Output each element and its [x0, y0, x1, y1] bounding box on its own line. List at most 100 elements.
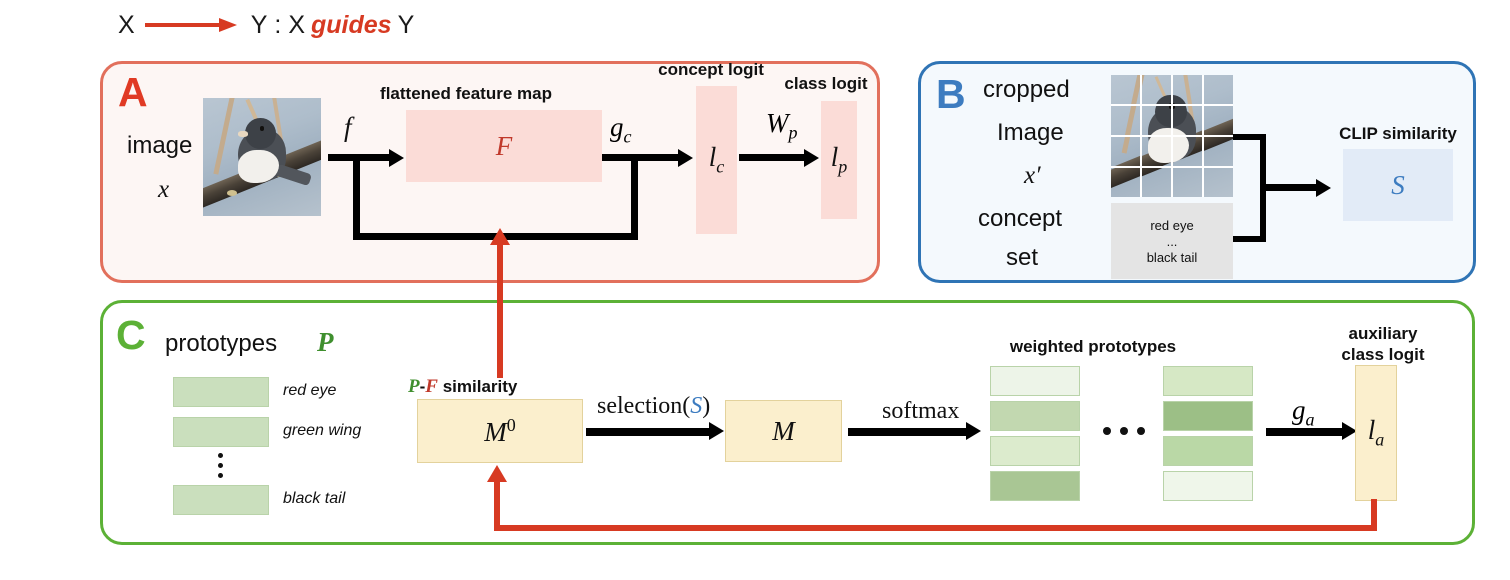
legend-guides-word: guides	[311, 10, 392, 39]
weighted-prototype-bar	[990, 436, 1080, 466]
concept-set-label-line2: set	[1006, 244, 1039, 271]
arrow-wp-head	[804, 148, 819, 167]
arrow-f-head	[389, 148, 404, 167]
pf-similarity-title: P-F similarity	[408, 376, 518, 397]
weighted-prototype-bar	[1163, 401, 1253, 431]
f-label: f	[344, 112, 352, 142]
concept-set-label-line1: concept	[978, 205, 1063, 232]
panel-a-label: A	[118, 69, 148, 115]
crop-cell	[1204, 106, 1233, 135]
weighted-prototype-bar	[990, 471, 1080, 501]
legend-y-right: Y	[397, 10, 415, 39]
cropped-image-label-line1: cropped	[983, 76, 1070, 103]
prototype-label: black tail	[283, 490, 346, 507]
weighted-prototype-bar	[1163, 436, 1253, 466]
weighted-prototypes-title: weighted prototypes	[1009, 337, 1177, 356]
crop-cell	[1173, 168, 1202, 197]
cropped-image-grid	[1111, 75, 1233, 197]
clip-similarity-title: CLIP similarity	[1339, 124, 1457, 143]
weighted-prototype-bar	[990, 366, 1080, 396]
weighted-prototype-bar	[1163, 471, 1253, 501]
prototypes-title: prototypes	[165, 330, 278, 357]
weighted-prototypes-ellipsis-icon	[1103, 427, 1145, 435]
arrow-wp-shaft	[739, 154, 806, 161]
class-logit-symbol: lp	[830, 142, 848, 177]
red-arrow-right-icon	[144, 18, 241, 32]
crop-cell	[1142, 75, 1171, 104]
skip-line-down	[353, 154, 360, 240]
prototypes-vertical-ellipsis-icon	[218, 453, 223, 478]
ga-label: ga	[1292, 395, 1315, 430]
arrow-selection-head	[709, 422, 724, 440]
aux-class-logit-box: la	[1355, 365, 1397, 501]
crop-cell	[1111, 137, 1140, 166]
concept-item-ellipsis: ...	[1166, 233, 1178, 249]
arrow-clip-head	[1316, 178, 1331, 197]
arrow-softmax-shaft	[848, 428, 969, 436]
panel-c: C prototypes P red eye green wing black …	[100, 300, 1475, 545]
prototype-bar	[173, 485, 269, 515]
prototype-label: green wing	[283, 422, 362, 439]
concept-item: black tail	[1146, 249, 1198, 265]
legend-row: X Y : X guides Y	[118, 8, 414, 42]
feedback-arrow-head	[487, 465, 507, 482]
legend-y-mid: Y	[250, 10, 268, 39]
arrow-gc-shaft	[602, 154, 680, 161]
aux-class-logit-symbol: la	[1367, 415, 1385, 450]
concept-logit-symbol: lc	[708, 142, 725, 177]
arrow-ga-head	[1342, 422, 1357, 440]
crop-cell	[1142, 168, 1171, 197]
bracket-vertical	[1260, 134, 1266, 242]
guidance-arrow-shaft	[497, 244, 503, 378]
panel-b-label: B	[936, 71, 966, 117]
gc-label: gc	[610, 112, 632, 147]
legend-x-right: X	[288, 10, 306, 39]
prototype-bar	[173, 377, 269, 407]
concept-logit-box: lc	[696, 86, 737, 234]
crop-cell	[1111, 106, 1140, 135]
crop-cell	[1111, 75, 1140, 104]
arrow-selection-shaft	[586, 428, 712, 436]
wp-label: Wp	[766, 108, 798, 143]
guidance-arrow-head	[490, 228, 510, 245]
prototype-label: red eye	[283, 382, 337, 399]
skip-line-up	[631, 156, 638, 240]
feature-map-title: flattened feature map	[380, 84, 552, 103]
legend-x-left: X	[118, 10, 135, 39]
arrow-clip-shaft	[1266, 184, 1318, 191]
feature-map-box: F	[406, 110, 602, 182]
prototype-bar	[173, 417, 269, 447]
feedback-line-up	[494, 481, 500, 529]
feedback-line-across	[494, 525, 1377, 531]
crop-cell	[1204, 75, 1233, 104]
panel-b: B cropped Image x′ concept set red eye .…	[918, 61, 1476, 283]
class-logit-title: class logit	[784, 74, 868, 93]
crop-cell	[1173, 75, 1202, 104]
panel-a: A image x f flattened feature map F gc c…	[100, 60, 880, 283]
clip-similarity-symbol: S	[1391, 169, 1405, 200]
concept-item: red eye	[1150, 217, 1194, 233]
m0-symbol: M0	[484, 414, 516, 447]
crop-cell	[1204, 137, 1233, 166]
crop-cell	[1142, 106, 1171, 135]
bracket-bottom	[1233, 236, 1266, 242]
crop-cell	[1173, 137, 1202, 166]
cropped-image-symbol: x′	[1024, 162, 1041, 189]
concept-logit-title: concept logit	[658, 60, 764, 79]
clip-similarity-box: S	[1343, 149, 1453, 221]
image-symbol: x	[158, 176, 170, 203]
bracket-top	[1233, 134, 1266, 140]
weighted-prototype-bar	[1163, 366, 1253, 396]
weighted-prototype-bar	[990, 401, 1080, 431]
arrow-ga-shaft	[1266, 428, 1345, 436]
legend-colon: :	[274, 10, 282, 39]
crop-cell	[1204, 168, 1233, 197]
concept-set-box: red eye ... black tail	[1111, 203, 1233, 279]
prototypes-symbol: P	[317, 327, 334, 357]
panel-c-label: C	[116, 312, 146, 358]
softmax-label: softmax	[882, 398, 960, 424]
m0-box: M0	[417, 399, 583, 463]
bird-photo	[203, 98, 321, 216]
selection-label: selection(S)	[597, 393, 711, 419]
